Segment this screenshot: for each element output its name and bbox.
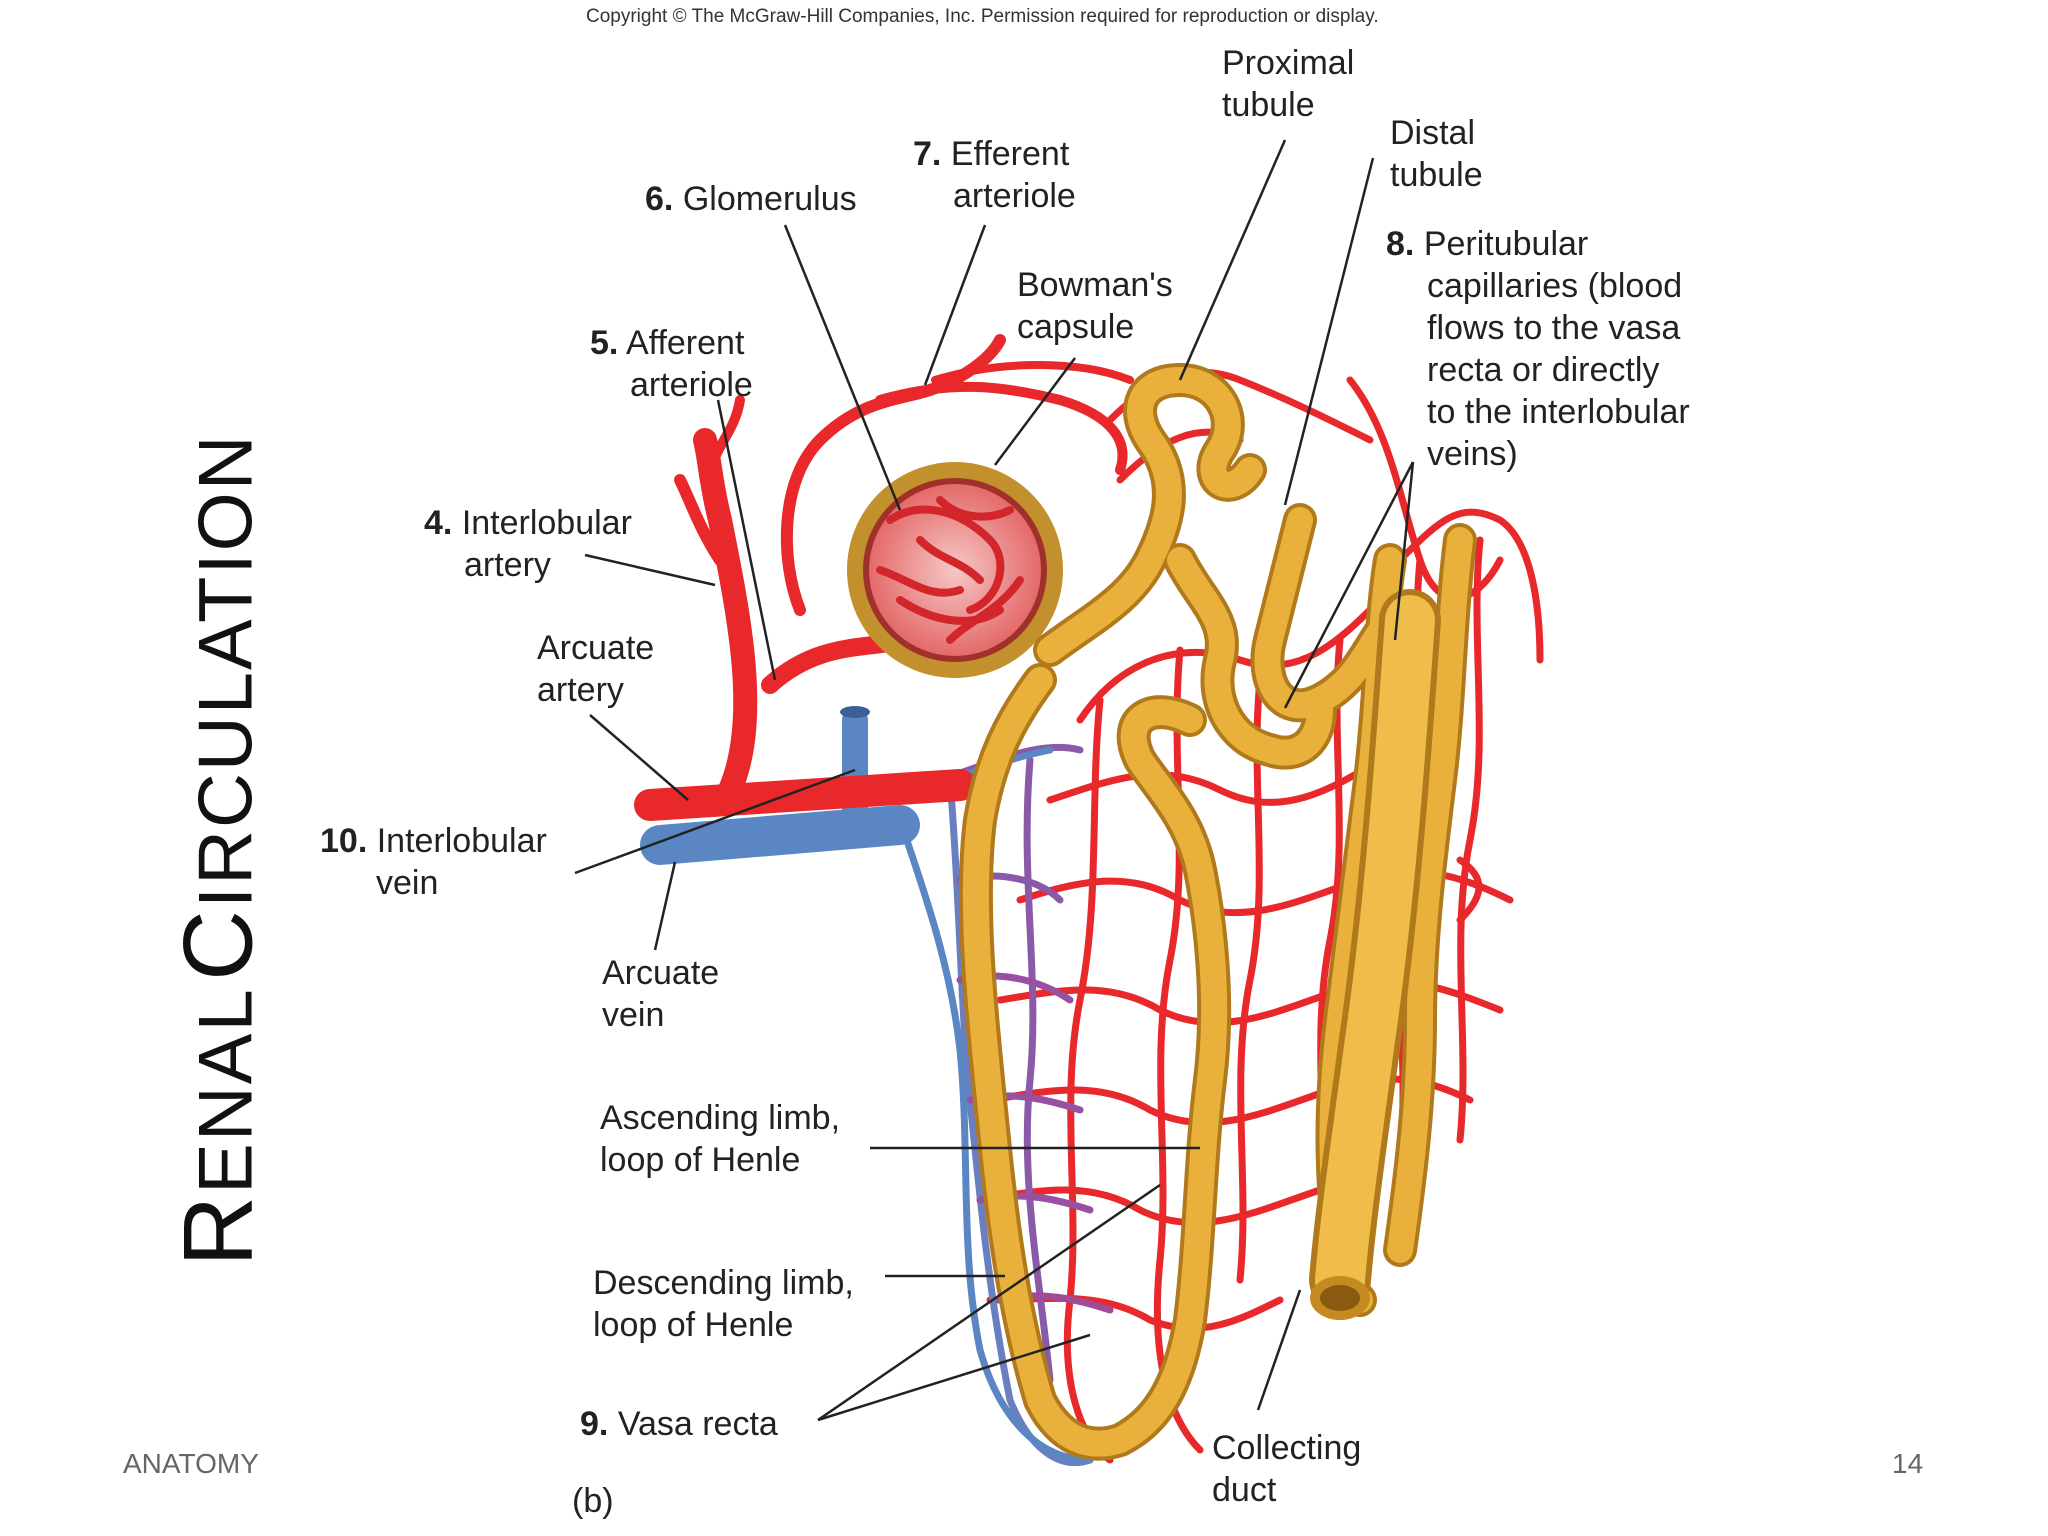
label-distal-tubule: Distal tubule [1390, 114, 1483, 194]
bowmans-capsule-group [847, 462, 1063, 678]
label-ascending-limb: Ascending limb, loop of Henle [600, 1099, 841, 1179]
label-collecting-duct: Collecting duct [1212, 1429, 1362, 1509]
label-glomerulus: 6. Glomerulus [645, 180, 857, 218]
copyright-notice: Copyright © The McGraw-Hill Companies, I… [586, 6, 1379, 27]
label-afferent-arteriole: 5. Afferent arteriole [590, 324, 753, 404]
label-interlobular-vein: 10. Interlobular vein [320, 822, 547, 902]
label-peritubular-capillaries: 8. Peritubular capillaries (blood flows … [1386, 225, 1690, 473]
label-proximal-tubule: Proximal tubule [1222, 44, 1355, 124]
tubules [958, 363, 1483, 1461]
leader-lines [574, 139, 1415, 1422]
label-interlobular-artery: 4. Interlobular artery [424, 504, 632, 584]
slide-number: 14 [1892, 1448, 1924, 1479]
label-arcuate-artery: Arcuate artery [537, 629, 655, 709]
figure-letter: (b) [572, 1482, 614, 1520]
label-bowmans-capsule: Bowman's capsule [1017, 266, 1173, 346]
footer-left: ANATOMY [123, 1448, 259, 1479]
label-descending-limb: Descending limb, loop of Henle [593, 1264, 854, 1344]
label-vasa-recta: 9. Vasa recta [580, 1405, 778, 1443]
label-arcuate-vein: Arcuate vein [602, 954, 720, 1034]
label-efferent-arteriole: 7. Efferent arteriole [913, 135, 1076, 215]
